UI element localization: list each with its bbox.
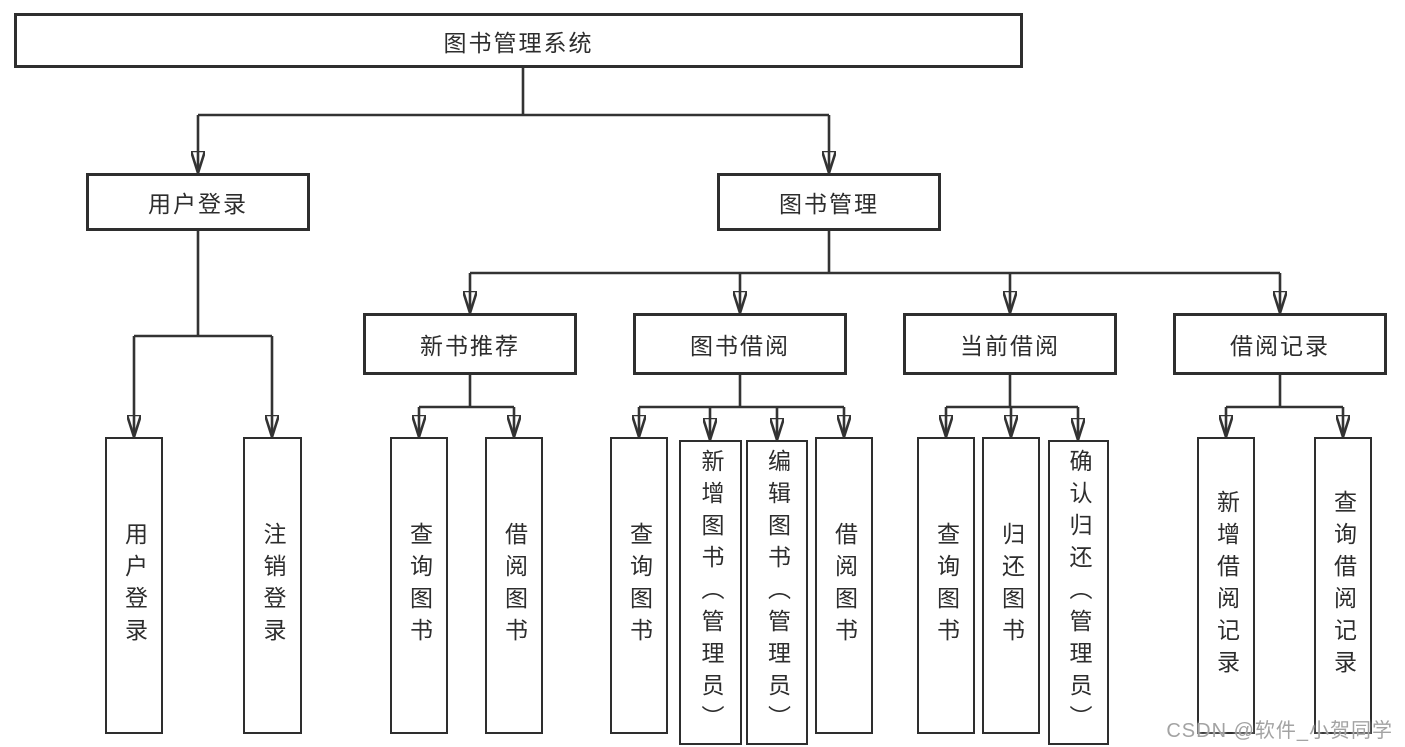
leaf-label: 借阅图书 (831, 521, 858, 650)
leaf-label: 注销登录 (260, 521, 286, 650)
leaf-label: 查询图书 (406, 521, 433, 650)
node-user-login: 用户登录 (86, 173, 310, 231)
leaf-return-book: 归还图书 (982, 437, 1040, 734)
leaf-label: 新增借阅记录 (1213, 489, 1240, 682)
node-root-library-system: 图书管理系统 (14, 13, 1023, 68)
connector-book-management-children (470, 231, 1280, 312)
leaf-confirm-return-admin: 确认归还（管理员） (1048, 440, 1109, 745)
leaf-logout-login: 注销登录 (243, 437, 302, 734)
node-borrow-records: 借阅记录 (1173, 313, 1387, 375)
node-label: 当前借阅 (960, 333, 1060, 359)
leaf-label: 查询图书 (626, 521, 653, 650)
leaf-query-borrow-record: 查询借阅记录 (1314, 437, 1372, 734)
connector-current-borrow-children (946, 375, 1078, 439)
leaf-borrow-book: 借阅图书 (815, 437, 873, 734)
csdn-watermark: CSDN @软件_小贺同学 (1166, 720, 1393, 742)
node-current-borrow: 当前借阅 (903, 313, 1117, 375)
leaf-label: 查询图书 (933, 521, 960, 650)
connector-root-to-level2 (198, 68, 829, 172)
node-label: 新书推荐 (420, 333, 520, 359)
leaf-label: 归还图书 (998, 521, 1025, 650)
node-label: 图书管理 (779, 191, 879, 217)
leaf-label: 借阅图书 (501, 521, 528, 650)
node-label: 图书借阅 (690, 333, 790, 359)
connector-book-borrow-children (639, 375, 844, 439)
leaf-borrow-book-recommend: 借阅图书 (485, 437, 543, 734)
node-new-book-recommend: 新书推荐 (363, 313, 577, 375)
node-label: 图书管理系统 (443, 29, 594, 56)
leaf-label: 新增图书（管理员） (698, 448, 724, 737)
leaf-query-books-recommend: 查询图书 (390, 437, 448, 734)
leaf-label: 编辑图书（管理员） (764, 448, 791, 737)
leaf-query-books-current: 查询图书 (917, 437, 975, 734)
connector-borrow-records-children (1226, 375, 1343, 436)
leaf-edit-book-admin: 编辑图书（管理员） (746, 440, 808, 745)
node-book-borrow: 图书借阅 (633, 313, 847, 375)
leaf-query-books-borrow: 查询图书 (610, 437, 668, 734)
connector-user-login-children (134, 231, 272, 436)
node-label: 用户登录 (148, 191, 248, 217)
node-label: 借阅记录 (1230, 333, 1330, 359)
node-book-management: 图书管理 (717, 173, 941, 231)
leaf-add-borrow-record: 新增借阅记录 (1197, 437, 1255, 734)
connector-new-book-recommend-children (419, 375, 514, 436)
leaf-add-book-admin: 新增图书（管理员） (679, 440, 742, 745)
leaf-user-login: 用户登录 (105, 437, 163, 734)
leaf-label: 用户登录 (121, 521, 148, 650)
leaf-label: 查询借阅记录 (1330, 489, 1357, 682)
leaf-label: 确认归还（管理员） (1066, 448, 1092, 737)
